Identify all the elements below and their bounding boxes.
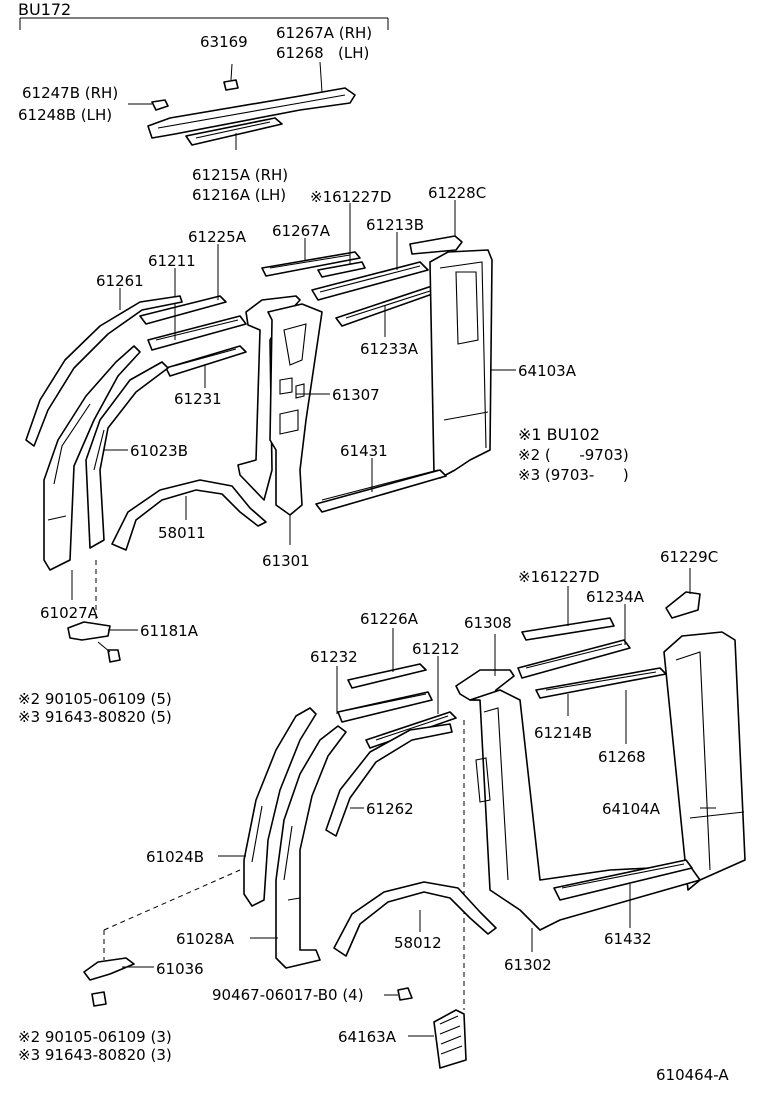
label-61261: 61261 [96, 272, 144, 290]
label-61028a: 61028A [176, 930, 235, 948]
label-61231: 61231 [174, 390, 222, 408]
label-61234a: 61234A [586, 588, 645, 606]
label-61024b: 61024B [146, 848, 204, 866]
label-64163a: 64163A [338, 1028, 397, 1046]
bracket-61036 [83, 957, 135, 981]
label-58012: 58012 [394, 934, 442, 952]
label-61432: 61432 [604, 930, 652, 948]
pillar-61027a [43, 345, 141, 571]
rail-61214b [535, 667, 667, 699]
group-code: BU172 [18, 0, 71, 19]
label-61302: 61302 [504, 956, 552, 974]
rail-61226a [347, 663, 427, 689]
clip-63169 [223, 79, 239, 91]
label-61027a: 61027A [40, 604, 99, 622]
cap-61228c [409, 235, 463, 255]
label-bolt-upper-3: ※3 91643-80820 (5) [18, 708, 172, 726]
label-61308: 61308 [464, 614, 512, 632]
quarter-panel-64103a [429, 249, 493, 479]
label-61262: 61262 [366, 800, 414, 818]
label-61267a: 61267A [272, 222, 331, 240]
rail-61227d-lower [521, 617, 615, 641]
label-61225a: 61225A [188, 228, 247, 246]
label-61267a-rh: 61267A (RH) [276, 24, 372, 42]
label-61229c: 61229C [660, 548, 718, 566]
rail-61234a [517, 639, 631, 679]
pillar-61023b [85, 361, 169, 549]
header-bracket [19, 17, 389, 30]
arch-61261 [25, 295, 183, 447]
pillar-61028a [275, 725, 347, 969]
pillar-61308 [455, 669, 515, 701]
label-61211: 61211 [148, 252, 196, 270]
rail-61213b [311, 261, 429, 301]
label-61307: 61307 [332, 386, 380, 404]
roof-side-rail-61267a [147, 87, 356, 139]
arch-61262 [325, 723, 453, 837]
reinforcement-61215a [185, 117, 283, 146]
label-61232: 61232 [310, 648, 358, 666]
rail-61232 [337, 691, 433, 723]
rail-61233a [335, 285, 439, 327]
note-1: ※1 BU102 [518, 425, 600, 444]
label-64104a: 64104A [602, 800, 661, 818]
label-58011: 58011 [158, 524, 206, 542]
label-61215a-rh: 61215A (RH) [192, 166, 288, 184]
bolt-lower [91, 991, 107, 1007]
label-61301: 61301 [262, 552, 310, 570]
label-61227d-bottom: ※161227D [518, 568, 599, 586]
label-bolt-upper-2: ※2 90105-06109 (5) [18, 690, 172, 708]
label-61228c: 61228C [428, 184, 486, 202]
vent-64163a [433, 1009, 467, 1069]
label-61213b: 61213B [366, 216, 424, 234]
label-61036: 61036 [156, 960, 204, 978]
sill-61432 [553, 859, 693, 901]
rail-61267a [261, 251, 361, 277]
label-61431: 61431 [340, 442, 388, 460]
wheel-arch-58012 [333, 881, 497, 957]
label-61216a-lh: 61216A (LH) [192, 186, 286, 204]
label-61227d-top: ※161227D [310, 188, 391, 206]
cap-61229c [665, 591, 701, 619]
wheel-arch-58011 [111, 479, 267, 551]
label-63169: 63169 [200, 33, 248, 51]
label-61226a: 61226A [360, 610, 419, 628]
bracket-61247b [151, 99, 169, 111]
note-3: ※3 (9703- ) [518, 466, 629, 484]
figure-code: 610464-A [656, 1066, 729, 1084]
label-61268: 61268 [598, 748, 646, 766]
rail-61227d-upper [317, 261, 366, 278]
label-61248b-lh: 61248B (LH) [18, 106, 112, 124]
rear-corner-panel-64104a [663, 631, 746, 891]
label-90467: 90467-06017-B0 (4) [212, 986, 364, 1004]
pillar-61301 [237, 295, 323, 516]
label-61023b: 61023B [130, 442, 188, 460]
note-2: ※2 ( -9703) [518, 446, 629, 464]
label-61212: 61212 [412, 640, 460, 658]
label-61268-lh: 61268 (LH) [276, 44, 369, 62]
bolt-upper [97, 641, 121, 663]
label-61233a: 61233A [360, 340, 419, 358]
label-bolt-lower-2: ※2 90105-06109 (3) [18, 1028, 172, 1046]
rail-61225a [139, 295, 227, 325]
label-64103a: 64103A [518, 362, 577, 380]
bracket-61181a [67, 621, 111, 641]
sill-61431 [315, 469, 447, 513]
pillar-61024b [243, 707, 317, 907]
label-61247b-rh: 61247B (RH) [22, 84, 118, 102]
label-61181a: 61181A [140, 622, 199, 640]
rail-61211 [147, 315, 247, 351]
rail-61231 [165, 345, 247, 377]
label-bolt-lower-3: ※3 91643-80820 (3) [18, 1046, 172, 1064]
label-61214b: 61214B [534, 724, 592, 742]
clip-90467 [397, 987, 413, 1001]
